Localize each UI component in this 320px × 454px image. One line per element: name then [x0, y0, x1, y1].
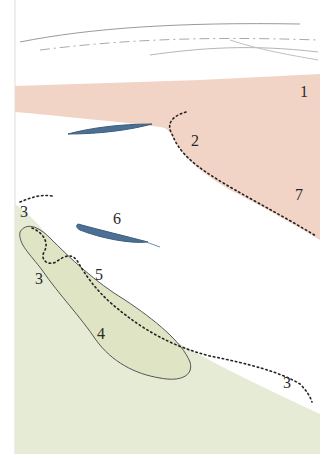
callout-number: 4: [97, 326, 105, 342]
blue-structure: [77, 224, 148, 242]
callout-number: 3: [283, 375, 291, 391]
outline-curve: [230, 40, 318, 60]
callout-number: 2: [191, 133, 199, 149]
green-region: [15, 204, 320, 454]
callout-number: 6: [113, 211, 121, 227]
pink-region: [15, 74, 320, 240]
dotted-boundary: [32, 228, 312, 402]
callout-number: 3: [20, 204, 28, 220]
callout-number: 5: [95, 267, 103, 283]
callout-number: 7: [295, 187, 303, 203]
background: [15, 0, 320, 454]
blue-structure: [68, 124, 152, 134]
callout-number: 1: [300, 84, 308, 100]
dotted-boundary: [170, 112, 316, 236]
dotted-boundary: [20, 195, 52, 202]
callout-number: 3: [35, 271, 43, 287]
thin-line: [146, 242, 160, 247]
outline-curve: [150, 48, 318, 55]
outline-curve: [20, 24, 300, 42]
